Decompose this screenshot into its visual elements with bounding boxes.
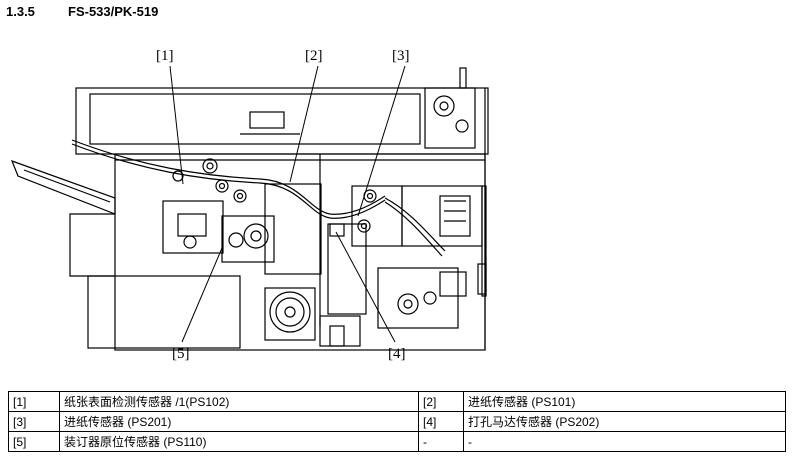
diagram-drawing: [1] [2] [3] [4] [5] <box>10 48 489 362</box>
leader-line-3 <box>357 65 406 217</box>
top-post <box>459 67 467 89</box>
part-key: [5] <box>8 431 60 452</box>
callout-2: [2] <box>305 48 323 64</box>
leader-line-4 <box>335 231 396 343</box>
part-key: [3] <box>8 411 60 432</box>
part-key: - <box>418 431 464 452</box>
section-number: 1.3.5 <box>6 4 35 19</box>
callout-5: [5] <box>172 346 190 362</box>
stapler-drive <box>221 215 275 263</box>
leader-line-5 <box>181 247 223 343</box>
main-frame <box>114 153 486 351</box>
stapler-unit <box>162 200 224 254</box>
paper-path-upper <box>71 139 386 215</box>
callout-1: [1] <box>156 48 174 64</box>
leader-line-2 <box>289 65 319 183</box>
callout-3: [3] <box>392 48 410 64</box>
motor-housing <box>264 287 316 341</box>
parts-table: [1] 纸张表面检测传感器 /1(PS102) [2] 进纸传感器 (PS101… <box>8 391 786 452</box>
output-tray <box>10 159 116 215</box>
part-key: [4] <box>418 411 464 432</box>
part-name: 打孔马达传感器 (PS202) <box>463 411 786 432</box>
punch-unit-frame <box>327 223 367 315</box>
lower-right-mechanism <box>377 267 459 329</box>
lower-base <box>87 275 241 349</box>
section-title: FS-533/PK-519 <box>68 4 159 19</box>
part-name: 进纸传感器 (PS101) <box>463 391 786 412</box>
transport-unit <box>351 185 403 247</box>
callout-4: [4] <box>388 346 406 362</box>
part-name: 进纸传感器 (PS201) <box>59 411 419 432</box>
part-key: [2] <box>418 391 464 412</box>
leader-line-1 <box>169 65 184 185</box>
top-right-mechanism <box>424 87 476 149</box>
table-row: [1] 纸张表面检测传感器 /1(PS102) [2] 进纸传感器 (PS101… <box>8 391 786 412</box>
part-name: 装订器原位传感器 (PS110) <box>59 431 419 452</box>
table-row: [3] 进纸传感器 (PS201) [4] 打孔马达传感器 (PS202) <box>8 411 786 432</box>
top-bracket <box>249 111 285 129</box>
part-key: [1] <box>8 391 60 412</box>
part-name: 纸张表面检测传感器 /1(PS102) <box>59 391 419 412</box>
top-cover-inner <box>89 93 421 145</box>
part-name: - <box>463 431 786 452</box>
section-heading: 1.3.5 FS-533/PK-519 <box>6 4 158 19</box>
table-row: [5] 装订器原位传感器 (PS110) - - <box>8 431 786 452</box>
finisher-sensor-diagram: [1] [2] [3] [4] [5] <box>0 36 795 382</box>
motor-gear <box>269 291 311 333</box>
